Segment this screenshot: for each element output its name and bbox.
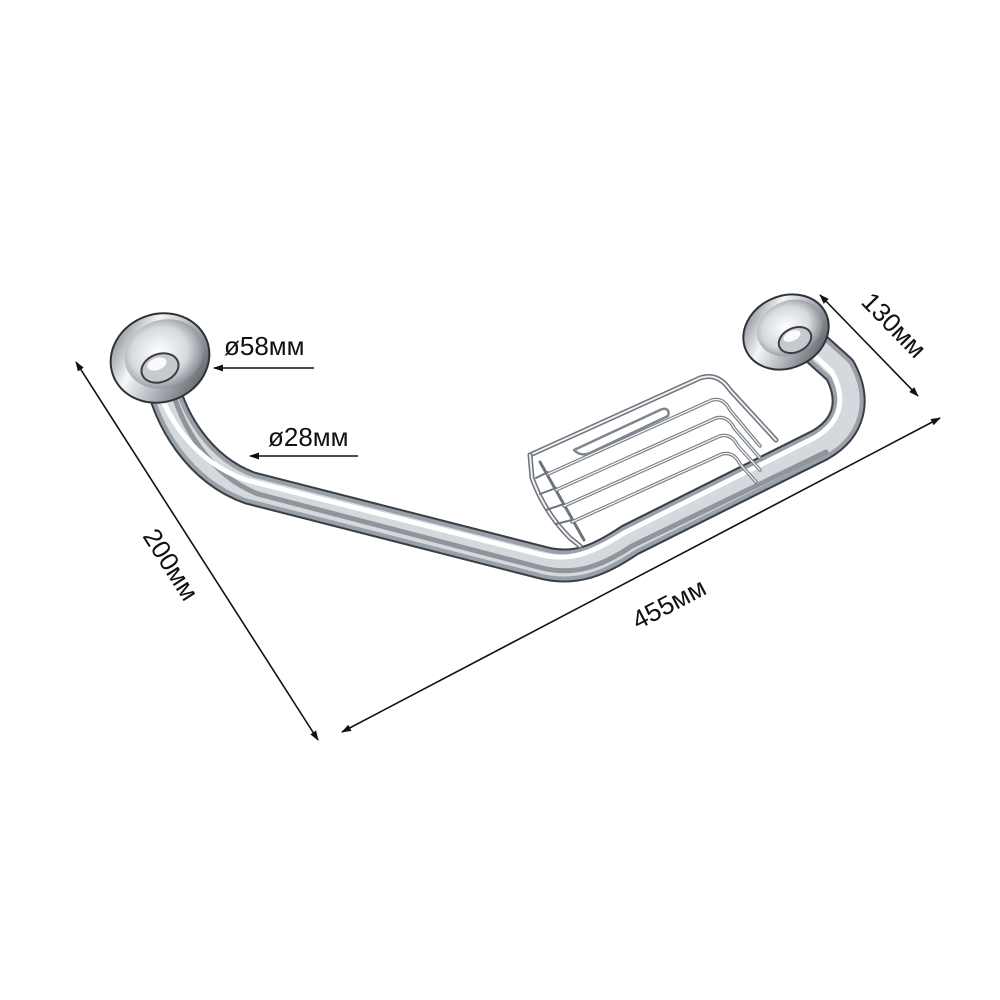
depth-dimension-line [819, 294, 919, 397]
length-label: 455мм [627, 572, 711, 635]
height-label: 200мм [137, 523, 205, 606]
flange-diameter-label: ø58мм [224, 331, 305, 361]
flange-diameter-dimension: ø58мм [213, 331, 314, 372]
height-dimension-line [75, 361, 319, 741]
length-dimension: 455мм [341, 417, 941, 733]
left-wall-flange [109, 312, 211, 404]
tube-diameter-label: ø28мм [268, 422, 349, 452]
right-wall-flange [742, 293, 830, 371]
tube-diameter-dimension: ø28мм [249, 422, 358, 460]
length-dimension-line [341, 417, 941, 733]
depth-label: 130мм [856, 286, 933, 364]
height-dimension: 200мм [75, 361, 319, 741]
